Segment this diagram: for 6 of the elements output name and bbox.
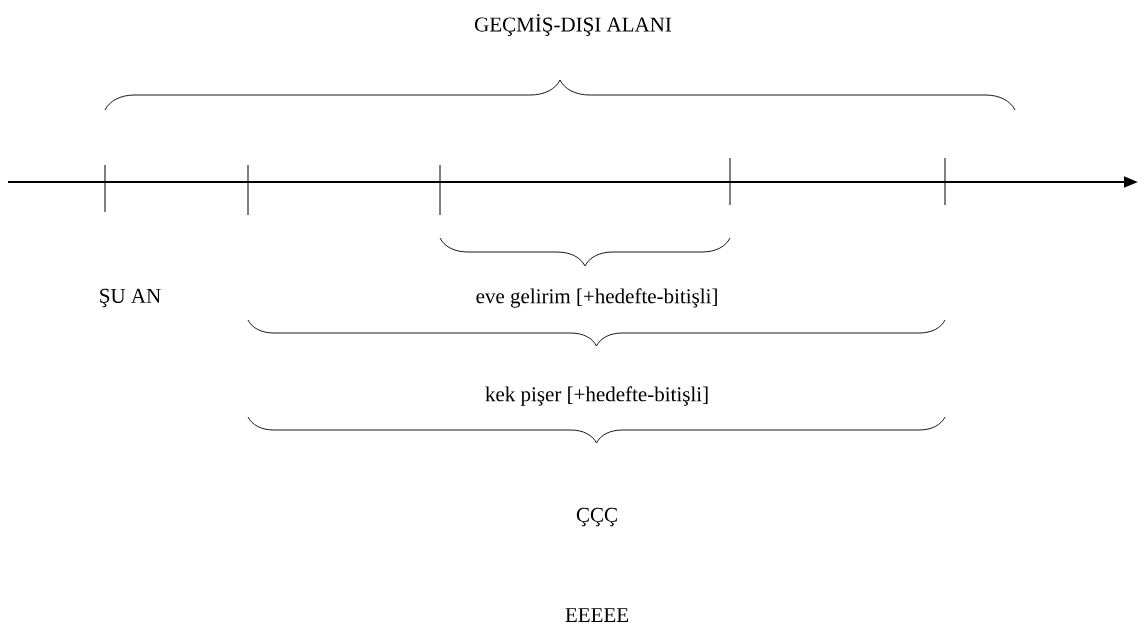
sequence-label: EEEEE xyxy=(565,608,629,622)
region-label: GEÇMİŞ-DIŞI ALANI xyxy=(475,14,672,36)
sequence-label: ÇÇÇ xyxy=(576,507,617,527)
event-label: eve gelirim [+hedefte-bitişli] xyxy=(476,288,717,308)
time-label: ŞU AN xyxy=(100,288,161,308)
event-label: kek pişer [+hedefte-bitişli] xyxy=(485,386,708,406)
